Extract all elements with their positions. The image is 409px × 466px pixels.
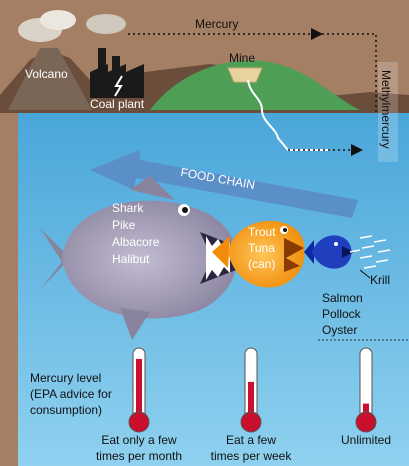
small-fish-eye bbox=[334, 242, 338, 246]
medium-fish-eye bbox=[283, 228, 287, 232]
medium-fish-species: Tuna bbox=[248, 241, 275, 255]
medium-fish-species: (can) bbox=[248, 257, 275, 271]
small-fish-species: Oyster bbox=[322, 323, 357, 337]
methylmercury-label: Methylmercury bbox=[379, 70, 393, 149]
thermometer-fill bbox=[136, 359, 142, 416]
mine-label: Mine bbox=[229, 51, 255, 65]
large-fish-species: Albacore bbox=[112, 235, 160, 249]
advice-large: times per month bbox=[96, 449, 182, 463]
small-fish-species: Pollock bbox=[322, 307, 362, 321]
coal-plant-smoke bbox=[86, 14, 126, 34]
left-border bbox=[0, 113, 18, 466]
mine-pit bbox=[228, 68, 262, 82]
volcano-label: Volcano bbox=[25, 67, 68, 81]
mercury-label: Mercury bbox=[195, 17, 238, 31]
advice-medium: times per week bbox=[211, 449, 293, 463]
small-fish-species: Salmon bbox=[322, 291, 363, 305]
medium-fish-species: Trout bbox=[248, 225, 276, 239]
volcano-smoke bbox=[40, 10, 76, 30]
thermometer-bulb bbox=[129, 412, 149, 432]
mercury-level-caption: (EPA advice for bbox=[30, 387, 112, 401]
krill-label: Krill bbox=[370, 273, 390, 287]
advice-small: Unlimited bbox=[341, 433, 391, 447]
coal-plant-label: Coal plant bbox=[90, 97, 145, 111]
advice-medium: Eat a few bbox=[226, 433, 276, 447]
large-fish-species: Pike bbox=[112, 218, 136, 232]
large-fish-eye bbox=[182, 207, 188, 213]
mercury-level-caption: Mercury level bbox=[30, 371, 101, 385]
advice-large: Eat only a few bbox=[101, 433, 177, 447]
large-fish-species: Halibut bbox=[112, 252, 150, 266]
thermometer-bulb bbox=[241, 412, 261, 432]
large-fish-species: Shark bbox=[112, 201, 144, 215]
thermometer-fill bbox=[248, 382, 254, 416]
thermometer-bulb bbox=[356, 412, 376, 432]
mercury-level-caption: consumption) bbox=[30, 403, 102, 417]
